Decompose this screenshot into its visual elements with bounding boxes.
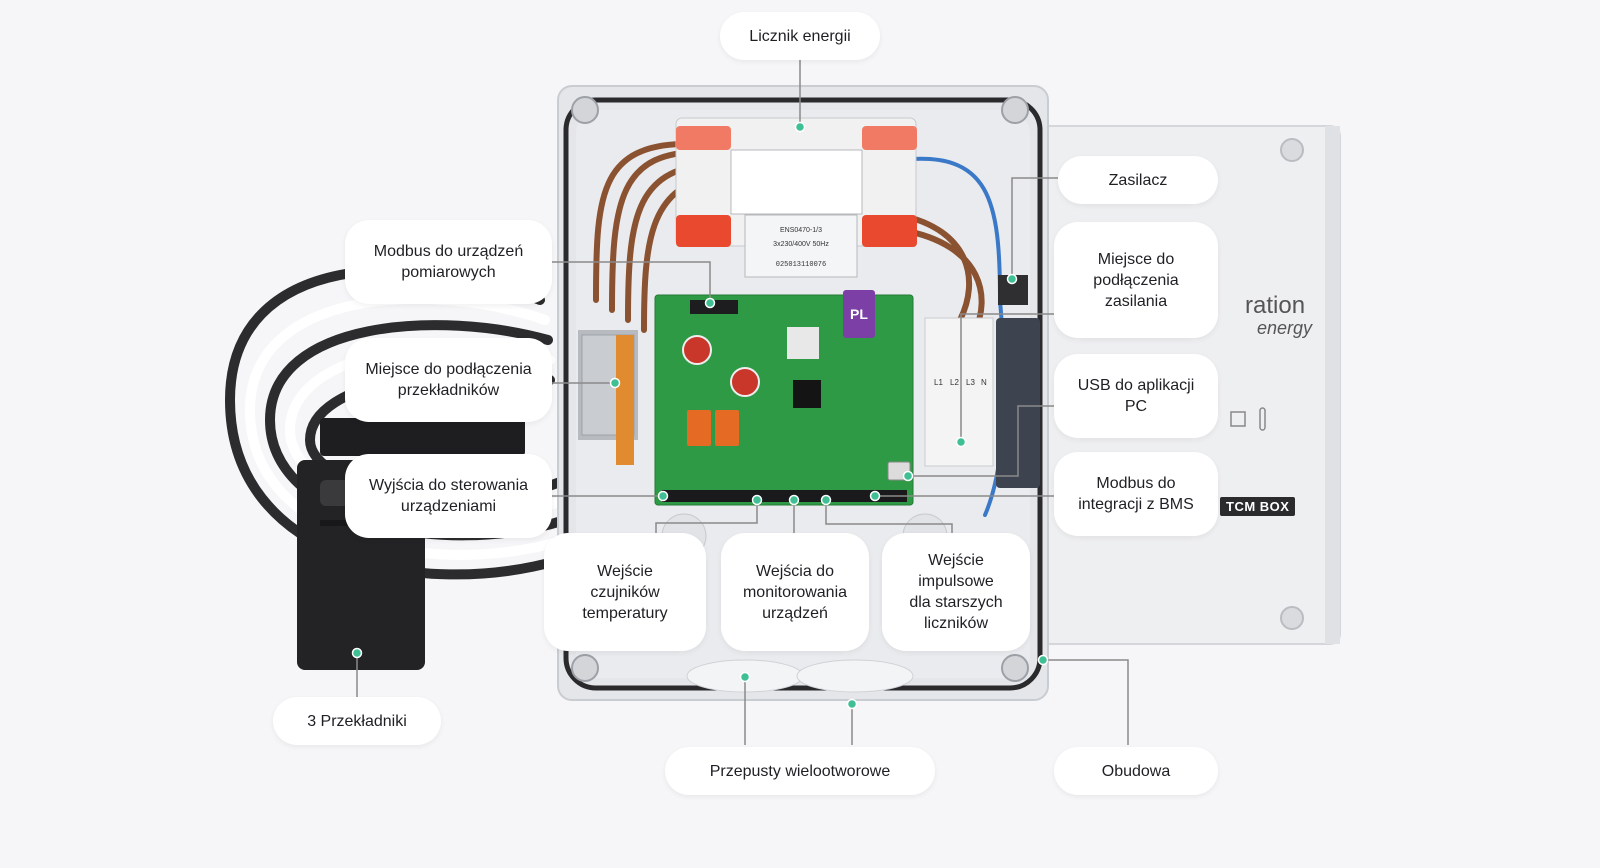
leader-obudowa <box>1043 659 1129 745</box>
callout-przekladniki: 3 Przekładniki <box>273 697 441 745</box>
anchor-przepusty-b <box>846 698 858 710</box>
anchor-temp <box>751 494 763 506</box>
tcm-box-badge: TCM BOX <box>1220 497 1296 516</box>
leader-zasilacz <box>1011 177 1058 279</box>
callout-miejsce-przekladnikow: Miejsce do podłączenia przekładników <box>345 338 552 422</box>
terminal-l2: L2 <box>950 378 959 387</box>
callout-usb: USB do aplikacji PC <box>1054 354 1218 438</box>
callout-przepusty: Przepusty wielootworowe <box>665 747 935 795</box>
callout-miejsce-zasilania: Miejsce do podłączenia zasilania <box>1054 222 1218 338</box>
callout-wejscie-temperatury: Wejście czujników temperatury <box>544 533 706 651</box>
terminal-blocks-left <box>578 330 638 465</box>
anchor-monitorowanie <box>788 494 800 506</box>
leader-temp <box>655 500 758 533</box>
lid-logo-text: ration <box>1245 292 1306 319</box>
leader-modbus-pomiar <box>552 261 711 303</box>
pl-mark: PL <box>850 306 868 322</box>
callout-licznik-energii: Licznik energii <box>720 12 880 60</box>
anchor-zasilacz <box>1006 273 1018 285</box>
terminal-l3: L3 <box>966 378 975 387</box>
callout-modbus-bms: Modbus do integracji z BMS <box>1054 452 1218 536</box>
pcb-controller: PL <box>654 290 914 506</box>
anchor-miejsce-zasilania <box>955 436 967 448</box>
anchor-modbus-pomiar <box>704 297 716 309</box>
terminal-l1: L1 <box>934 378 943 387</box>
energy-meter: ENS0470-1/3 3x230/400V 50Hz 025013110076 <box>675 117 917 278</box>
meter-label-1: ENS0470-1/3 <box>780 227 822 234</box>
leader-miejsce-zasilania <box>960 313 1054 442</box>
anchor-licznik <box>794 121 806 133</box>
chart-icon <box>1230 411 1246 427</box>
leader-usb <box>908 405 1054 477</box>
callout-wejscia-monitorowania: Wejścia do monitorowania urządzeń <box>721 533 869 651</box>
callout-obudowa: Obudowa <box>1054 747 1218 795</box>
leader-impulsowe <box>825 500 953 533</box>
meter-label-2: 3x230/400V 50Hz <box>773 241 829 248</box>
anchor-przekladniki <box>351 647 363 659</box>
callout-wejscie-impulsowe: Wejście impulsowe dla starszych licznikó… <box>882 533 1030 651</box>
callout-zasilacz: Zasilacz <box>1058 156 1218 204</box>
anchor-wyjscia <box>657 490 669 502</box>
callout-modbus-pomiarowych: Modbus do urządzeń pomiarowych <box>345 220 552 304</box>
anchor-obudowa <box>1037 654 1049 666</box>
lid-logo-subtext: energy <box>1257 318 1313 338</box>
anchor-przekladnikow <box>609 377 621 389</box>
anchor-usb <box>902 470 914 482</box>
meter-serial: 025013110076 <box>776 261 826 269</box>
terminal-n: N <box>981 378 987 387</box>
anchor-impulsowe <box>820 494 832 506</box>
thermometer-icon <box>1259 407 1266 431</box>
anchor-przepusty-a <box>739 671 751 683</box>
anchor-modbus-bms <box>869 490 881 502</box>
callout-wyjscia: Wyjścia do sterowania urządzeniami <box>345 454 552 538</box>
